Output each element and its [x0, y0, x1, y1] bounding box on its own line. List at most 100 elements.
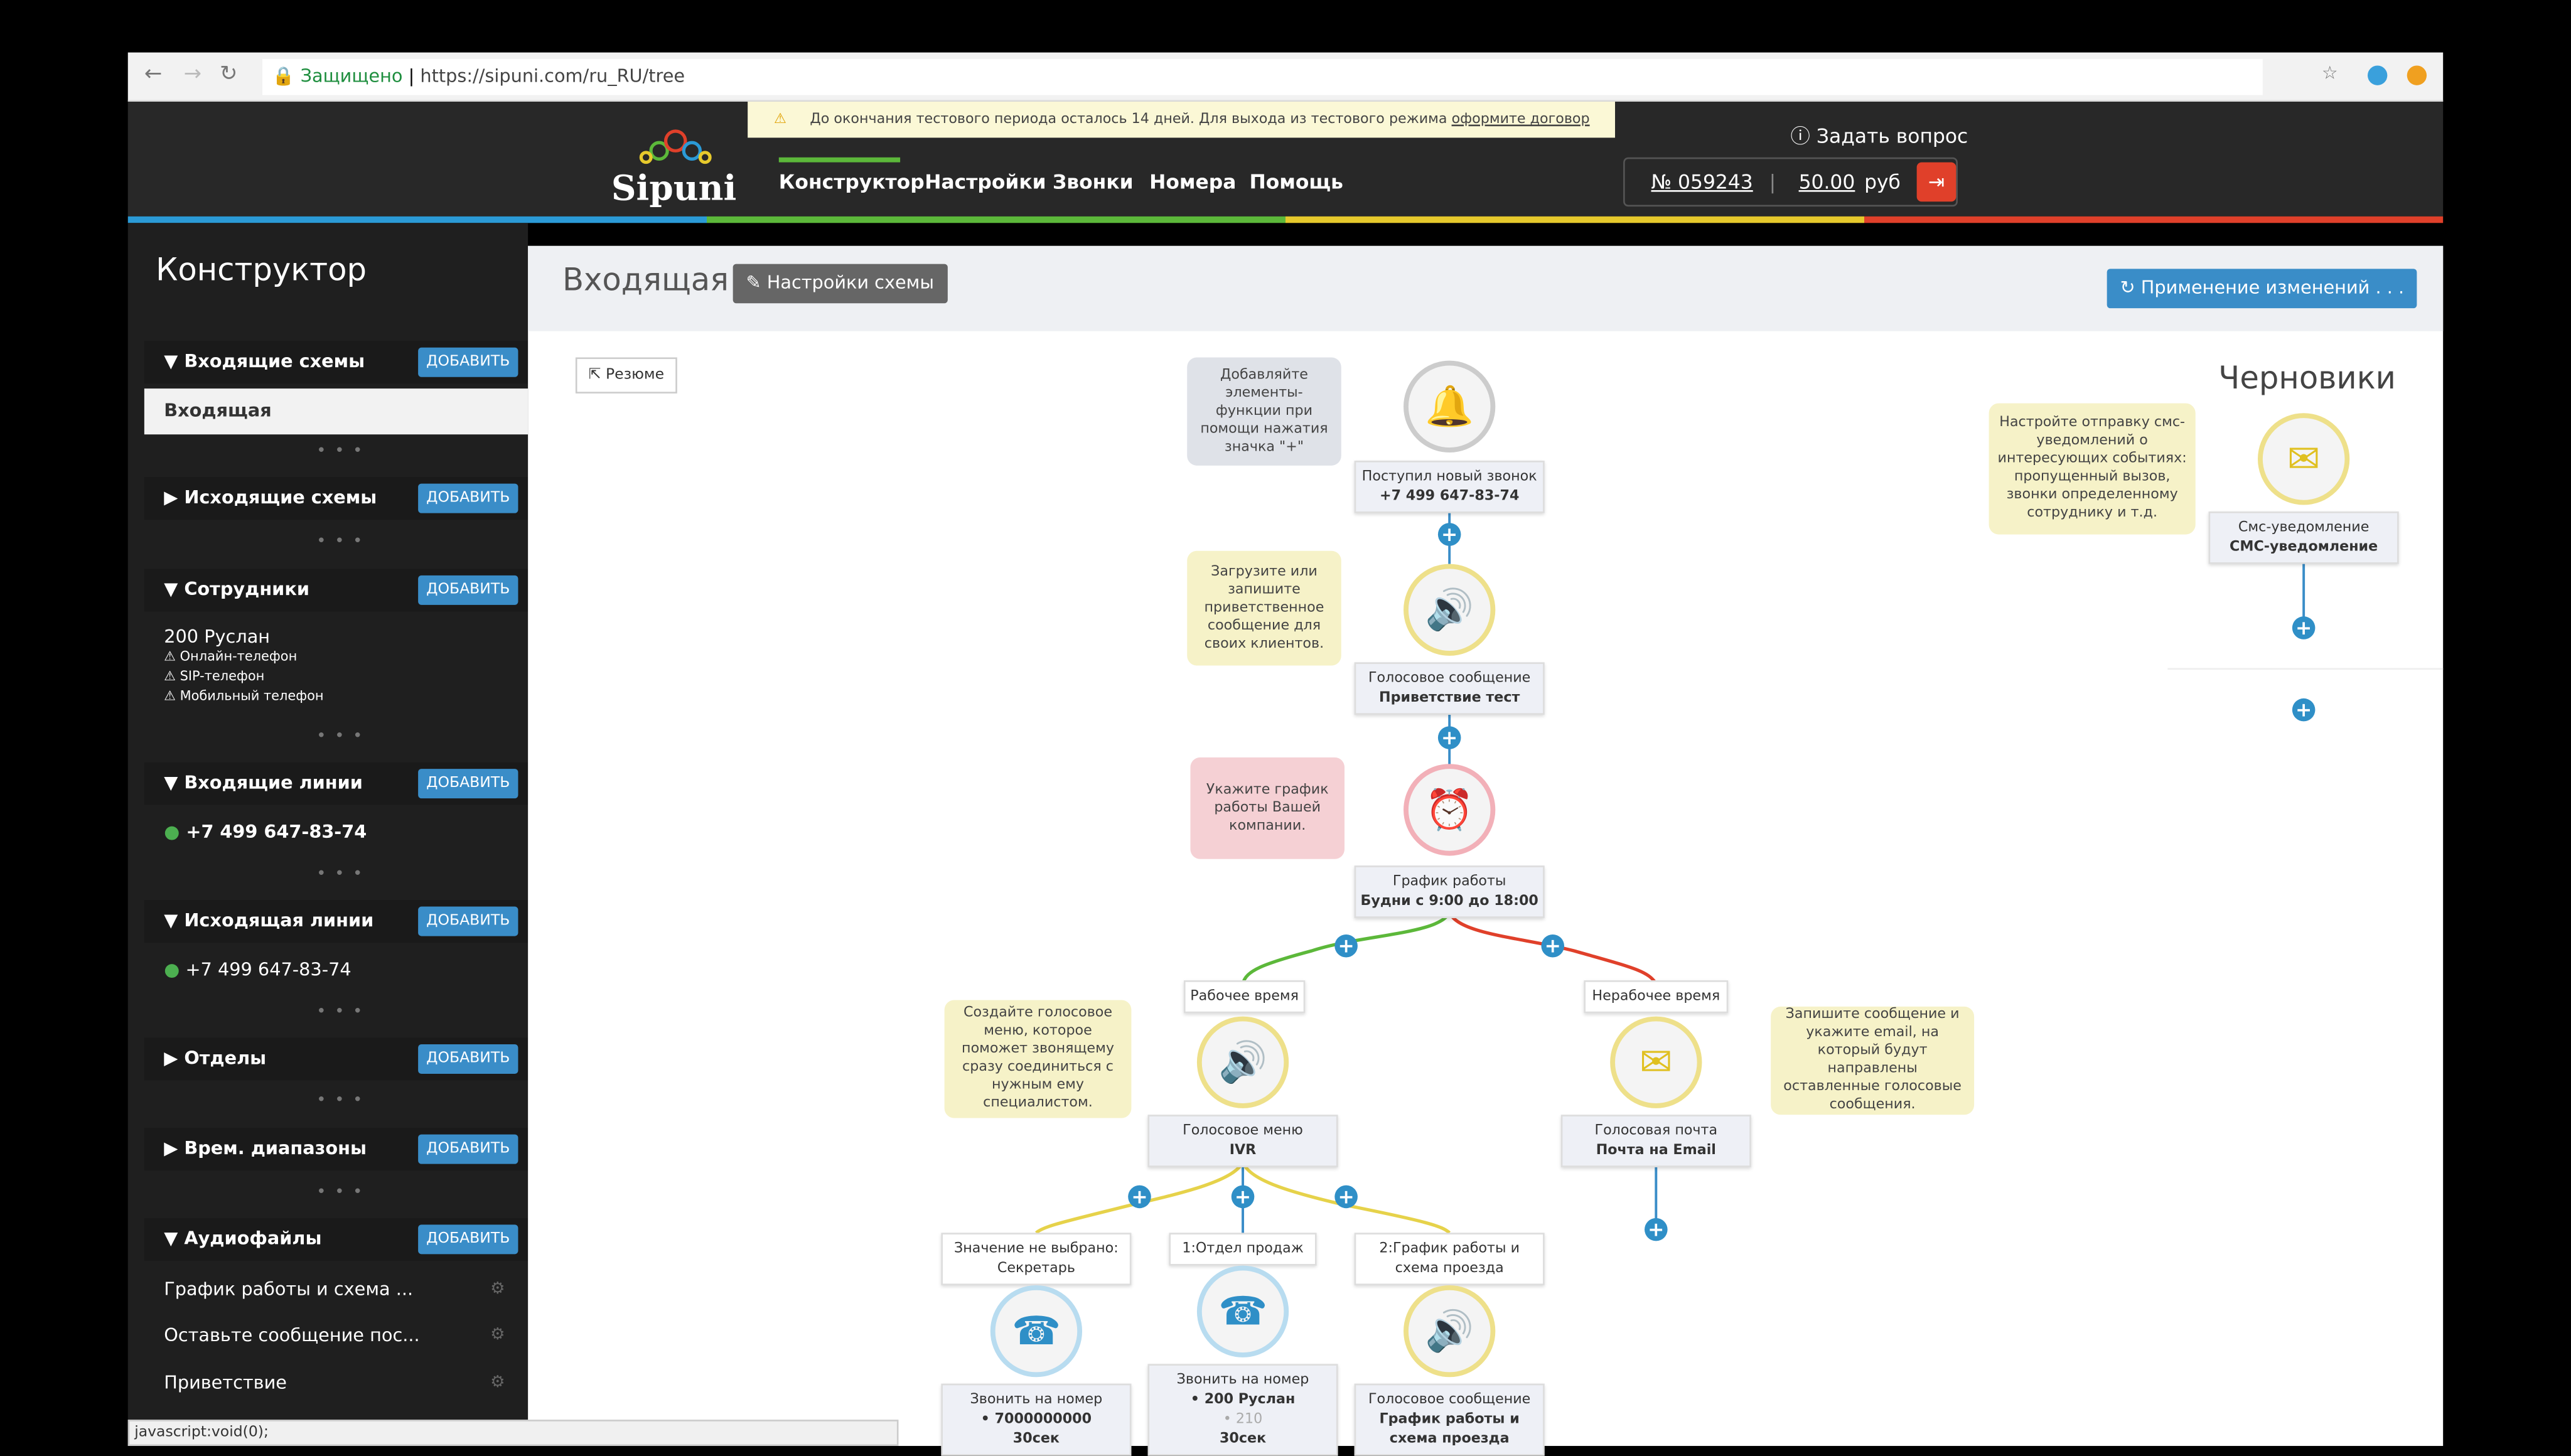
nav-constructor[interactable]: Конструктор [778, 170, 925, 194]
node-incoming-call[interactable]: Поступил новый звонок+7 499 647-83-74 [1354, 461, 1545, 513]
contract-link[interactable]: оформите договор [1451, 111, 1590, 128]
active-nav-indicator [778, 157, 901, 163]
scheme-item[interactable]: Входящая [144, 388, 529, 435]
add-node-button[interactable]: + [2292, 616, 2316, 640]
call-forward-icon[interactable]: ☎ [1196, 1265, 1289, 1357]
clock-icon[interactable]: ⏰ [1404, 764, 1496, 856]
add-button[interactable]: ДОБАВИТЬ [418, 483, 518, 513]
voicemail-envelope-icon[interactable]: ✉ [1610, 1016, 1702, 1108]
sipuni-logo[interactable]: Sipuni [610, 121, 738, 206]
tip-ivr: Создайте голосовое меню, которое поможет… [944, 1000, 1132, 1118]
ivr-option-2[interactable]: 2:График работы и схема проезда [1354, 1233, 1545, 1285]
forward-icon[interactable]: → [183, 62, 202, 87]
bell-icon[interactable]: 🔔 [1404, 360, 1496, 452]
status-dot-icon: ● [164, 959, 180, 981]
device: SIP-телефон [180, 668, 265, 684]
extension-icon[interactable] [2407, 65, 2427, 85]
account-box: № 059243 | 50.00 руб ⇥ [1623, 157, 1958, 207]
sms-envelope-icon[interactable]: ✉ [2257, 413, 2350, 505]
branch-nonwork-time[interactable]: Нерабочее время [1584, 980, 1729, 1014]
resume-button[interactable]: ⇱ Резюме [575, 357, 678, 393]
url-text: https://sipuni.com/ru_RU/tree [420, 65, 685, 87]
skype-extension-icon[interactable] [2368, 65, 2388, 85]
logout-icon[interactable]: ⇥ [1916, 162, 1956, 202]
employee-item[interactable]: 200 Руслан ⚠ Онлайн-телефон ⚠ SIP-телефо… [164, 626, 324, 704]
status-dot-icon: ● [164, 821, 180, 843]
nav-calls[interactable]: Звонки [1053, 170, 1134, 194]
back-icon[interactable]: ← [144, 62, 163, 87]
nav-numbers[interactable]: Номера [1149, 170, 1237, 194]
add-node-button[interactable]: + [1645, 1218, 1668, 1241]
audio-item[interactable]: График работы и схема ...⚙ [144, 1267, 528, 1313]
call-forward-icon[interactable]: ☎ [990, 1285, 1083, 1378]
add-button[interactable]: ДОБАВИТЬ [418, 1224, 518, 1255]
add-button[interactable]: ДОБАВИТЬ [418, 906, 518, 936]
gear-icon: ⚙ [490, 1374, 505, 1392]
add-button[interactable]: ДОБАВИТЬ [418, 769, 518, 799]
warning-icon: ⚠ [773, 111, 786, 128]
lock-icon: 🔒 [272, 65, 295, 87]
apply-changes-button[interactable]: ↻ Применение изменений . . . [2107, 269, 2418, 309]
line-item[interactable]: ● +7 499 647-83-74 [164, 959, 352, 981]
ask-question-link[interactable]: ⓘ Задать вопрос [1791, 121, 1968, 149]
add-node-button[interactable]: + [1334, 1185, 1358, 1209]
audio-item[interactable]: Оставьте сообщение пос...⚙ [144, 1313, 528, 1359]
browser-toolbar: ← → ↻ 🔒 Защищено | https://sipuni.com/ru… [127, 52, 2444, 102]
add-node-button[interactable]: + [1541, 934, 1565, 958]
balance[interactable]: 50.00 [1798, 170, 1855, 194]
add-button[interactable]: ДОБАВИТЬ [418, 1044, 518, 1074]
add-node-button[interactable]: + [1334, 934, 1358, 958]
reload-icon[interactable]: ↻ [220, 62, 238, 87]
add-node-button[interactable]: + [1128, 1185, 1151, 1209]
ivr-option-1[interactable]: 1:Отдел продаж [1169, 1233, 1317, 1266]
star-icon[interactable]: ☆ [2321, 62, 2338, 84]
tip-greeting: Загрузите или запишите приветственное со… [1187, 550, 1341, 666]
branch-work-time[interactable]: Рабочее время [1184, 980, 1306, 1014]
divider-dots: • • • [316, 442, 365, 461]
audio-item[interactable]: Приветствие⚙ [144, 1361, 528, 1406]
secure-label: Защищено [300, 65, 403, 87]
account-number[interactable]: № 059243 [1651, 170, 1753, 194]
gear-icon: ⚙ [490, 1280, 505, 1298]
add-button[interactable]: ДОБАВИТЬ [418, 575, 518, 605]
tip-add-elements: Добавляйте элементы-функции при помощи н… [1187, 357, 1341, 466]
line-item[interactable]: ● +7 499 647-83-74 [164, 821, 367, 843]
scheme-settings-button[interactable]: ✎ Настройки схемы [733, 264, 947, 304]
add-node-button[interactable]: + [1437, 523, 1461, 546]
divider-dots: • • • [316, 1003, 365, 1022]
browser-status-bar: javascript:void(0); [127, 1420, 899, 1446]
add-button[interactable]: ДОБАВИТЬ [418, 347, 518, 377]
nav-settings[interactable]: Настройки [925, 170, 1046, 194]
add-button[interactable]: ДОБАВИТЬ [418, 1134, 518, 1164]
address-bar[interactable]: 🔒 Защищено | https://sipuni.com/ru_RU/tr… [262, 59, 2263, 95]
divider-dots: • • • [316, 1091, 365, 1110]
ivr-icon[interactable]: 🔊 [1196, 1016, 1289, 1108]
color-strip [127, 216, 2444, 223]
speaker-icon[interactable]: 🔊 [1404, 1285, 1496, 1378]
speaker-icon[interactable]: 🔊 [1404, 564, 1496, 656]
divider-dots: • • • [316, 865, 365, 884]
divider-dots: • • • [316, 727, 365, 746]
add-node-button[interactable]: + [1231, 1185, 1255, 1209]
question-icon: ⓘ [1790, 124, 1810, 148]
ivr-option-default[interactable]: Значение не выбрано: Секретарь [941, 1233, 1132, 1285]
add-draft-button[interactable]: + [2292, 698, 2316, 722]
add-node-button[interactable]: + [1437, 726, 1461, 749]
nav-help[interactable]: Помощь [1249, 170, 1343, 194]
